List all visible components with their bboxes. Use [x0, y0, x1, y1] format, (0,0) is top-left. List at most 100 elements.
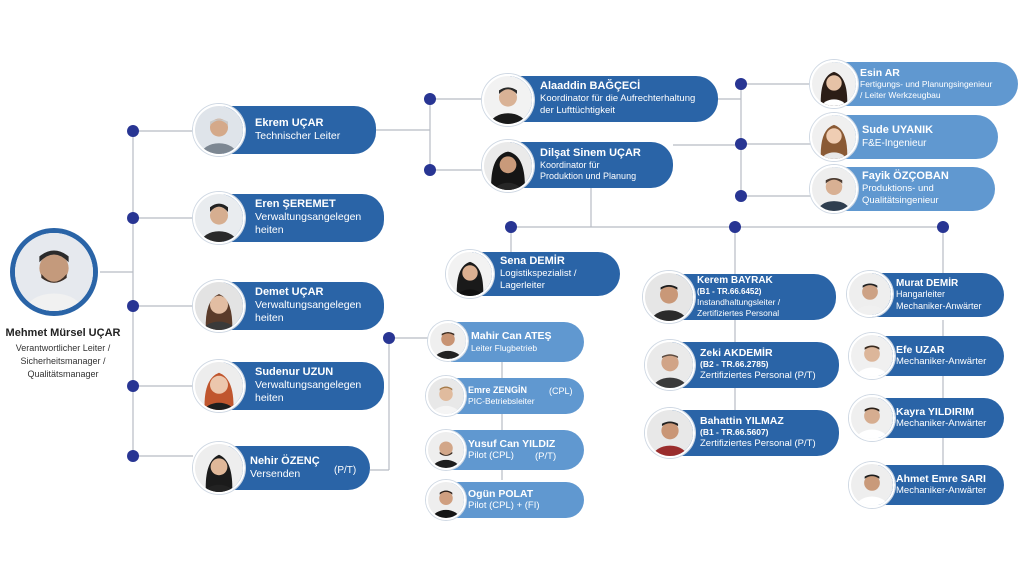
- license-number: (B2 - TR.66.2785): [700, 359, 769, 370]
- person-name: Mahir Can ATEŞ: [471, 330, 552, 343]
- node-dot: [937, 221, 949, 233]
- person-tag: (P/T): [535, 451, 557, 462]
- avatar-esin-ar: [810, 60, 858, 108]
- node-dot: [735, 138, 747, 150]
- person-name: Yusuf Can YILDIZ: [468, 437, 556, 450]
- card-ekrem-ucar[interactable]: Ekrem UÇAR Technischer Leiter: [223, 106, 376, 154]
- avatar-eren-seremet: [193, 192, 245, 244]
- person-role: Technischer Leiter: [255, 129, 341, 142]
- person-photo-icon: [195, 194, 243, 242]
- person-role: Verwaltungsangelegen: [255, 298, 362, 311]
- person-photo-icon: [851, 464, 893, 506]
- person-photo-icon: [849, 273, 891, 315]
- node-dot: [127, 380, 139, 392]
- card-mahir-can-ates[interactable]: Mahir Can ATEŞ Leiter Flugbetrieb: [451, 322, 584, 362]
- card-ogun-polat[interactable]: Ogün POLAT Pilot (CPL) + (FI): [451, 482, 584, 518]
- card-zeki-akdemir[interactable]: Zeki AKDEMİR (B2 - TR.66.2785) Zertifizi…: [672, 342, 839, 388]
- person-role: F&E-Ingenieur: [862, 137, 927, 149]
- person-role: Mechaniker-Anwärter: [896, 300, 982, 311]
- person-photo-icon: [428, 378, 464, 414]
- person-role: Mechaniker-Anwärter: [896, 417, 987, 429]
- person-role: Leiter Flugbetrieb: [471, 342, 538, 353]
- card-murat-demir[interactable]: Murat DEMİR Hangarleiter Mechaniker-Anwä…: [872, 273, 1004, 317]
- card-emre-zengin[interactable]: Emre ZENGİN PIC-Betriebsleiter: [451, 378, 584, 414]
- avatar-demet-ucar: [193, 280, 245, 332]
- avatar-bahattin-yilmaz: [645, 408, 695, 458]
- card-dilsat-sinem-ucar[interactable]: Dilşat Sinem UÇAR Koordinator für Produk…: [510, 142, 673, 188]
- card-yusuf-can-yildiz[interactable]: Yusuf Can YILDIZ Pilot (CPL): [451, 430, 584, 470]
- card-demet-ucar[interactable]: Demet UÇAR Verwaltungsangelegen heiten: [223, 282, 384, 330]
- person-role: PIC-Betriebsleiter: [468, 395, 535, 406]
- person-name: Murat DEMİR: [896, 277, 959, 289]
- node-dot: [505, 221, 517, 233]
- person-role: Lagerleiter: [500, 280, 545, 292]
- person-name: Dilşat Sinem UÇAR: [540, 146, 641, 159]
- person-role: heiten: [255, 224, 284, 237]
- person-role: Zertifiziertes Personal (P/T): [700, 370, 816, 382]
- person-role: Mechaniker-Anwärter: [896, 355, 987, 367]
- person-role: Versenden: [250, 467, 301, 480]
- person-role: Mechaniker-Anwärter: [896, 484, 987, 496]
- person-name: Alaaddin BAĞÇECİ: [540, 80, 641, 93]
- person-photo-icon: [812, 115, 856, 159]
- person-role: Hangarleiter: [896, 289, 946, 300]
- person-photo-icon: [430, 323, 466, 359]
- person-name: Ahmet Emre SARI: [896, 472, 986, 485]
- person-name: Eren ŞEREMET: [255, 198, 336, 211]
- person-role: Zertifiziertes Personal: [697, 307, 780, 318]
- avatar-root: [10, 228, 98, 316]
- card-eren-seremet[interactable]: Eren ŞEREMET Verwaltungsangelegen heiten: [223, 194, 384, 242]
- person-photo-icon: [484, 76, 532, 124]
- person-photo-icon: [484, 142, 532, 190]
- person-photo-icon: [448, 252, 492, 296]
- person-photo-icon: [647, 342, 693, 388]
- person-name: Sena DEMİR: [500, 255, 565, 268]
- person-photo-icon: [428, 432, 464, 468]
- person-photo-icon: [812, 167, 856, 211]
- person-name: Kerem BAYRAK: [697, 275, 773, 286]
- person-role: Logistikspezialist /: [500, 267, 577, 279]
- person-name: Ogün POLAT: [468, 487, 534, 500]
- person-role: Instandhaltungsleiter /: [697, 296, 781, 307]
- person-name: Efe UZAR: [896, 343, 945, 356]
- node-dot: [735, 190, 747, 202]
- avatar-efe-uzar: [849, 333, 895, 379]
- card-sude-uyanik[interactable]: Sude UYANIK F&E-Ingenieur: [832, 115, 998, 159]
- person-role: / Leiter Werkzeugbau: [860, 90, 941, 101]
- avatar-kerem-bayrak: [643, 271, 695, 323]
- person-name: Kayra YILDIRIM: [896, 405, 974, 418]
- person-tag: (CPL): [549, 386, 573, 396]
- node-dot: [424, 93, 436, 105]
- person-name: Sudenur UZUN: [255, 366, 334, 379]
- card-alaaddin-bagceci[interactable]: Alaaddin BAĞÇECİ Koordinator für die Auf…: [510, 76, 718, 122]
- node-dot: [383, 332, 395, 344]
- node-dot: [127, 212, 139, 224]
- person-photo-icon: [195, 362, 243, 410]
- card-bahattin-yilmaz[interactable]: Bahattin YILMAZ (B1 - TR.66.5607) Zertif…: [672, 410, 839, 456]
- person-photo-icon: [428, 482, 464, 518]
- node-dot: [127, 300, 139, 312]
- avatar-ogun-polat: [426, 480, 466, 520]
- card-sena-demir[interactable]: Sena DEMİR Logistikspezialist / Lagerlei…: [472, 252, 620, 296]
- person-name: Esin AR: [860, 66, 900, 79]
- card-sudenur-uzun[interactable]: Sudenur UZUN Verwaltungsangelegen heiten: [223, 362, 384, 410]
- person-photo-icon: [15, 233, 93, 311]
- card-fayik-ozcoban[interactable]: Fayik ÖZÇOBAN Produktions- und Qualitäts…: [832, 167, 995, 211]
- avatar-emre-zengin: [426, 376, 466, 416]
- node-dot: [735, 78, 747, 90]
- person-role: Zertifiziertes Personal (P/T): [700, 438, 816, 450]
- node-dot: [127, 450, 139, 462]
- person-role: Qualitätsingenieur: [862, 195, 939, 207]
- person-name: Demet UÇAR: [255, 286, 324, 299]
- card-nehir-ozenc[interactable]: Nehir ÖZENÇ Versenden: [218, 446, 370, 490]
- card-esin-ar[interactable]: Esin AR Fertigungs- und Planungsingenieu…: [832, 62, 1018, 106]
- license-number: (B1 - TR.66.6452): [697, 286, 762, 296]
- node-dot: [127, 125, 139, 137]
- person-photo-icon: [195, 444, 243, 492]
- person-role: Koordinator für: [540, 159, 600, 170]
- card-kerem-bayrak[interactable]: Kerem BAYRAK (B1 - TR.66.6452) Instandha…: [672, 274, 836, 320]
- person-photo-icon: [195, 106, 243, 154]
- avatar-sena-demir: [446, 250, 494, 298]
- person-photo-icon: [645, 273, 693, 321]
- person-photo-icon: [851, 335, 893, 377]
